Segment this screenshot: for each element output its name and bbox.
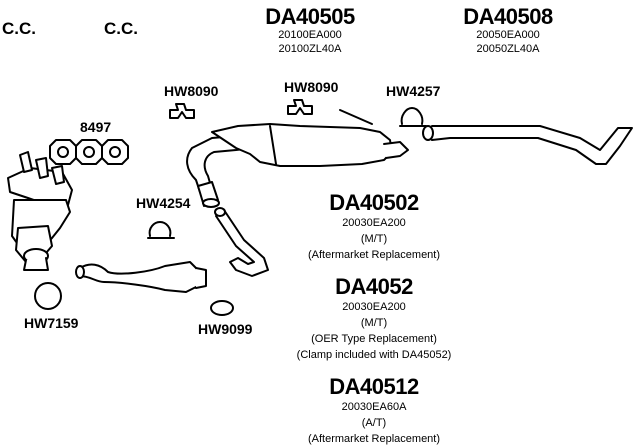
transmission-note: (A/T) [361,417,387,429]
flange-gasket-label: HW9099 [198,321,253,337]
transmission-note: (M/T) [360,317,388,329]
oem-number: 20100ZL40A [278,43,342,55]
flange-gasket [210,300,234,316]
replacement-note: (Aftermarket Replacement) [307,433,441,445]
hanger-hw8090-a [169,103,195,119]
part-number-tail-pipe: DA40508 [463,4,553,29]
oem-number: 20050EA000 [476,29,540,41]
clamp-hw4254 [147,221,175,239]
clamp-hw4257 [399,107,427,127]
gasket-ring-label: HW7159 [24,315,79,331]
cc-label-right: C.C. [104,19,138,38]
oem-number: 20030EA200 [342,301,406,313]
part-number-mid-2: DA4052 [335,274,413,299]
main-muffler [211,123,409,167]
replacement-note: (OER Type Replacement) [311,333,437,345]
clamp-label: HW4257 [386,83,441,99]
hanger-label: HW8090 [164,83,219,99]
part-number-mid-3: DA40512 [329,374,419,399]
manifold-converter [7,151,73,271]
center-pipe [214,207,269,277]
oem-number: 20100EA000 [278,29,342,41]
gasket-set-label: 8497 [80,119,112,135]
clamp-note: (Clamp included with DA45052) [296,349,452,361]
part-number-mid-1: DA40502 [329,190,419,215]
replacement-note: (Aftermarket Replacement) [307,249,441,261]
part-number-main-muffler: DA40505 [265,4,355,29]
ring-gasket [34,282,62,310]
transmission-note: (M/T) [360,233,388,245]
hanger-hw8090-b [287,99,373,125]
oem-number: 20030EA60A [341,401,407,413]
oem-number: 20030EA200 [342,217,406,229]
cc-label-left: C.C. [2,19,36,38]
hanger-label: HW8090 [284,79,339,95]
front-pipe [75,261,207,293]
oem-number: 20050ZL40A [476,43,540,55]
gasket-set-8497 [49,139,129,165]
tail-pipe [422,125,633,165]
clamp-label: HW4254 [136,195,191,211]
